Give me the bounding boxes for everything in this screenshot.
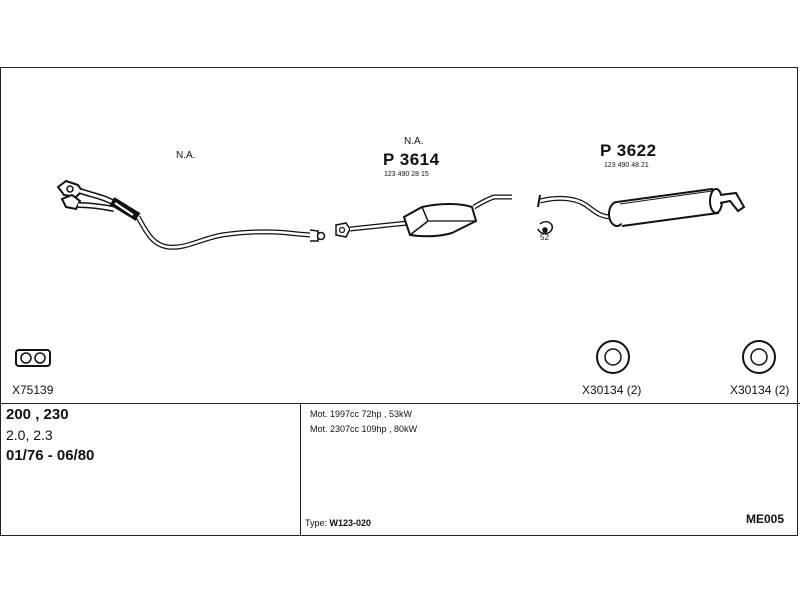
motor-spec-2: Mot. 2307cc 109hp , 80kW bbox=[310, 424, 418, 434]
ring-gasket-2 bbox=[742, 340, 776, 374]
ring-gasket-1 bbox=[596, 340, 630, 374]
motor-spec-1: Mot. 1997cc 72hp , 53kW bbox=[310, 409, 413, 419]
diagram-frame bbox=[0, 67, 798, 536]
rear-silencer bbox=[537, 187, 746, 227]
gasket-x75139 bbox=[15, 349, 51, 367]
clamp-52 bbox=[537, 221, 554, 235]
gasket-x75139-label: X75139 bbox=[12, 383, 54, 397]
middle-silencer bbox=[335, 194, 512, 238]
table-divider-horizontal bbox=[0, 403, 800, 404]
ring-gasket-1-label: X30134 (2) bbox=[582, 383, 642, 397]
type-label: Type: bbox=[305, 518, 328, 528]
left-pipe-na-label: N.A. bbox=[176, 150, 196, 161]
middle-silencer-code: P 3614 bbox=[383, 150, 440, 169]
vehicle-models: 200 , 230 bbox=[6, 406, 69, 423]
front-pipe bbox=[56, 179, 326, 250]
rear-silencer-code: P 3622 bbox=[600, 141, 657, 160]
table-divider-vertical bbox=[300, 404, 301, 536]
rear-silencer-part-number: 123 490 48 21 bbox=[604, 162, 649, 169]
vehicle-engines: 2.0, 2.3 bbox=[6, 427, 53, 443]
type-value: W123-020 bbox=[329, 518, 372, 528]
vehicle-years: 01/76 - 06/80 bbox=[6, 447, 95, 464]
middle-silencer-part-number: 123 490 28 15 bbox=[384, 171, 429, 178]
reference-code: ME005 bbox=[746, 512, 785, 526]
ring-gasket-2-label: X30134 (2) bbox=[730, 383, 790, 397]
clamp-label: 52 bbox=[540, 233, 549, 242]
middle-silencer-na-label: N.A. bbox=[404, 136, 424, 147]
type-line: Type: W123-020 bbox=[305, 518, 371, 528]
exhaust-system-diagram bbox=[15, 179, 776, 374]
